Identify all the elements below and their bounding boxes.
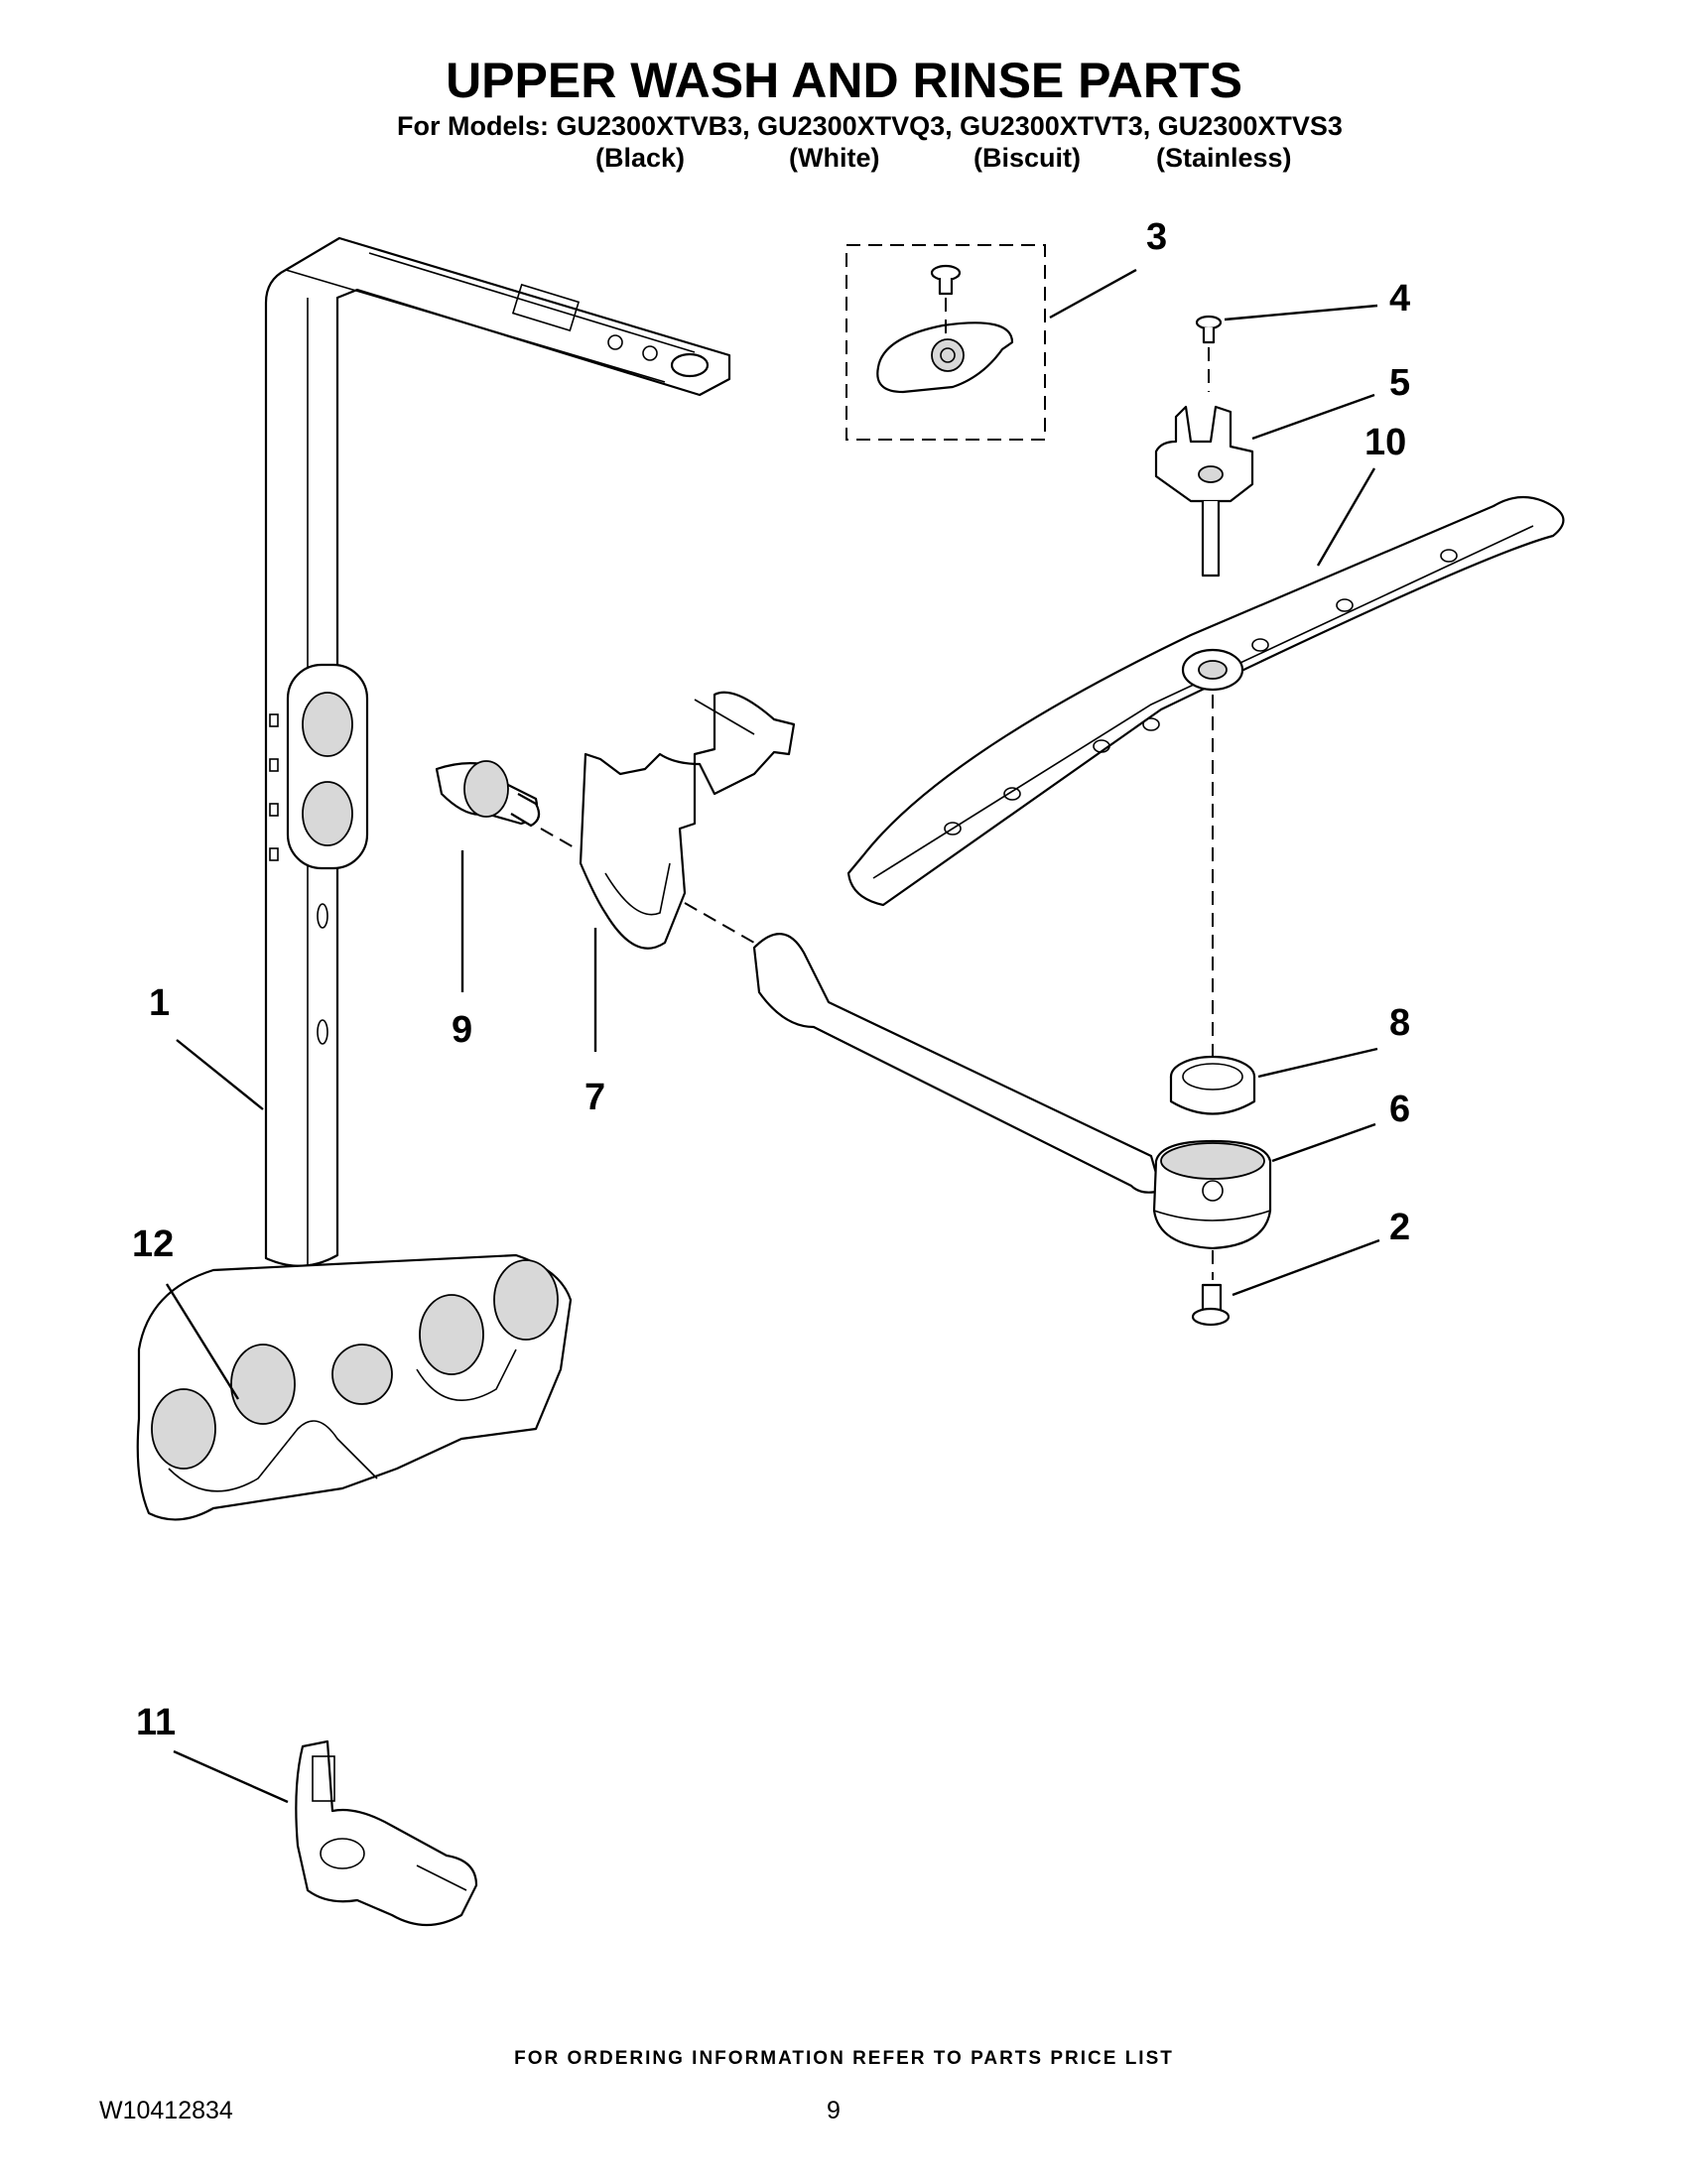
part-10-spray-arm <box>846 495 1565 1062</box>
part-12-spray-manifold <box>136 1253 573 1521</box>
document-number: W10412834 <box>99 2097 233 2124</box>
callout-3: 3 <box>1146 216 1168 258</box>
part-4-screw <box>1195 315 1223 392</box>
part-11-connector <box>295 1739 478 1926</box>
callout-9: 9 <box>452 1009 473 1051</box>
callout-2: 2 <box>1389 1207 1411 1248</box>
models-line: For Models: GU2300XTVB3, GU2300XTVQ3, GU… <box>397 111 1343 141</box>
callout-6: 6 <box>1389 1089 1411 1130</box>
part-5-bearing-clip <box>1154 405 1254 578</box>
ordering-note: FOR ORDERING INFORMATION REFER TO PARTS … <box>514 2048 1174 2069</box>
callout-12: 12 <box>132 1223 175 1265</box>
color-black: (Black) <box>595 143 686 173</box>
part-2-screw <box>1191 1283 1231 1327</box>
part-8-seal-ring <box>1169 1055 1256 1115</box>
part-7-bracket <box>579 691 796 950</box>
callout-1: 1 <box>149 982 171 1024</box>
callout-10: 10 <box>1364 422 1407 463</box>
callout-4: 4 <box>1389 278 1411 320</box>
part-1-supply-tube <box>264 236 731 1267</box>
part-6-hub <box>752 933 1272 1280</box>
color-white: (White) <box>789 143 880 173</box>
callout-5: 5 <box>1389 362 1411 404</box>
callout-8: 8 <box>1389 1002 1411 1044</box>
callout-7: 7 <box>584 1077 606 1118</box>
leader-lines <box>165 268 1380 1804</box>
part-9-check-valve <box>435 760 577 849</box>
page-title: UPPER WASH AND RINSE PARTS <box>446 53 1242 108</box>
color-stainless: (Stainless) <box>1156 143 1292 173</box>
page-number: 9 <box>827 2097 841 2124</box>
color-biscuit: (Biscuit) <box>974 143 1081 173</box>
part-3-mount-kit <box>845 244 1046 441</box>
callout-11: 11 <box>136 1702 177 1743</box>
